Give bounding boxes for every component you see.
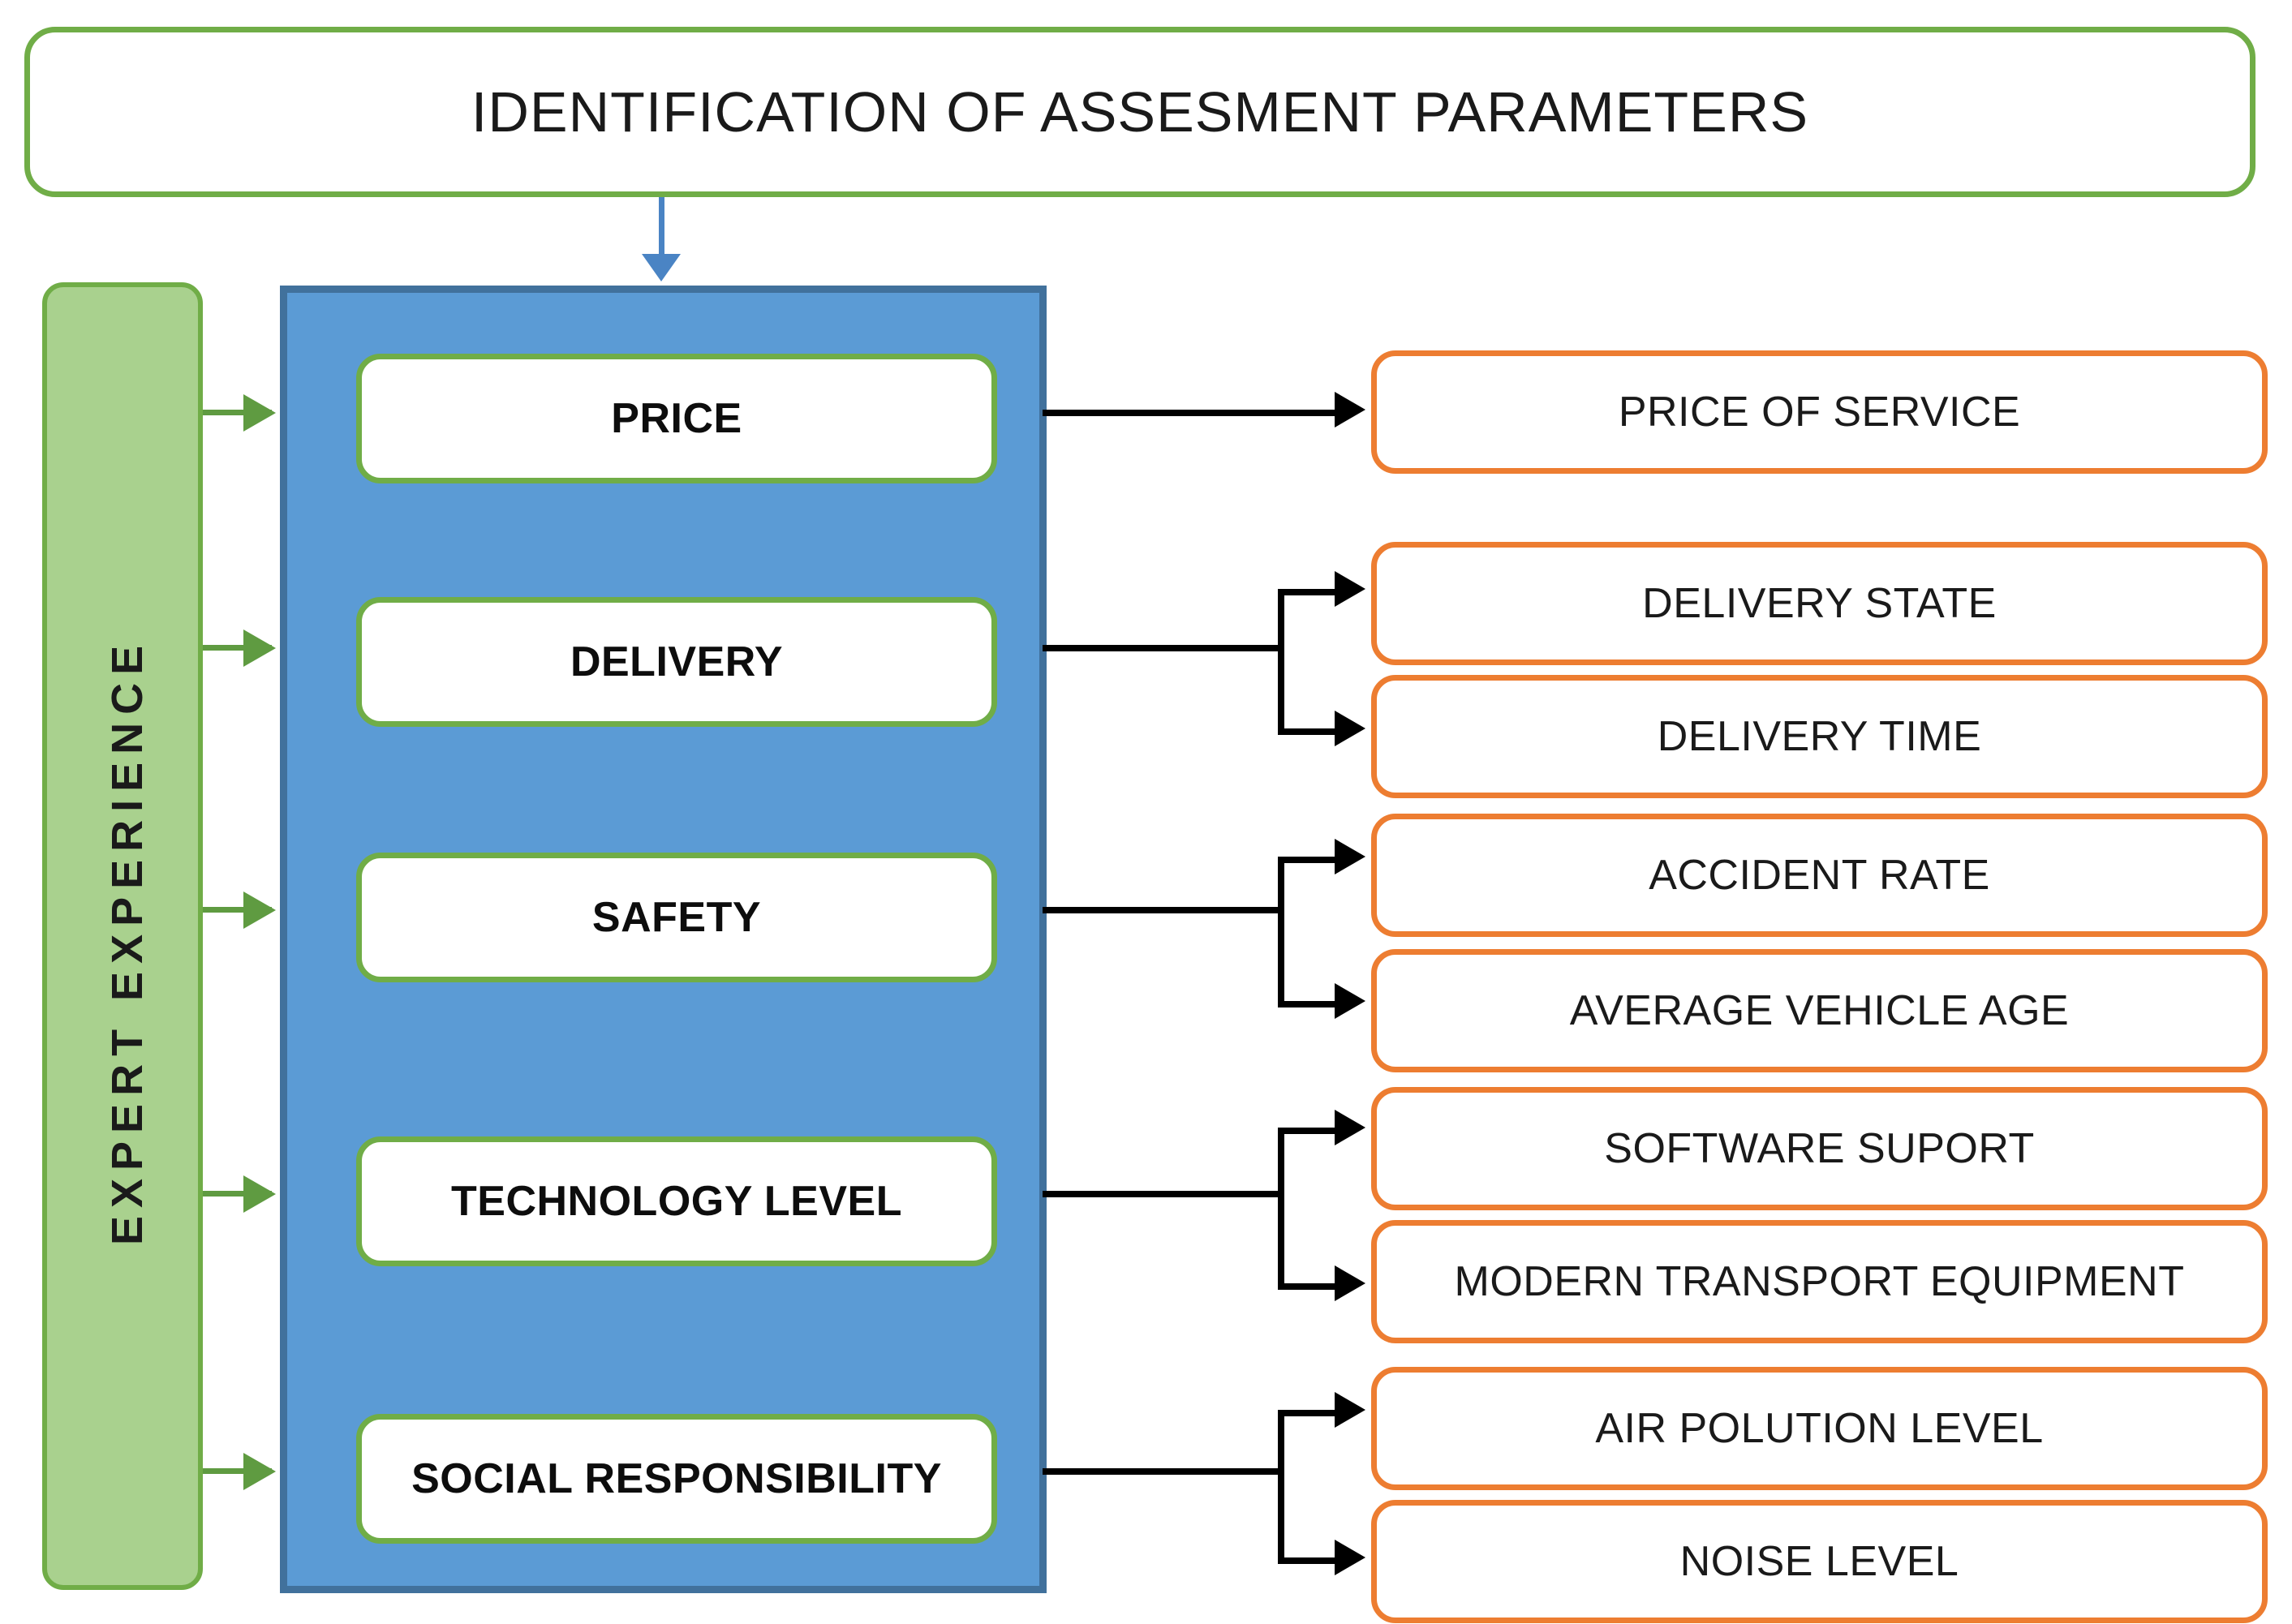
connector-technology-arrow-head-top (1335, 1110, 1365, 1145)
sub-label-modern-transport-equipment: MODERN TRANSPORT EQUIPMENT (1454, 1258, 2185, 1305)
title-banner: IDENTIFICATION OF ASSESMENT PARAMETERS (24, 27, 2255, 197)
connector-safety-branch-bottom (1278, 1001, 1351, 1007)
connector-technology-branch-bottom (1278, 1283, 1351, 1290)
criterion-box-price[interactable]: PRICE (356, 354, 997, 483)
criterion-label-price: PRICE (611, 395, 742, 442)
connector-delivery-branch-bottom (1278, 728, 1351, 735)
sub-label-price-of-service: PRICE OF SERVICE (1618, 389, 2021, 436)
connector-technology-trunk (1043, 1191, 1284, 1197)
connector-technology-branch-top (1278, 1128, 1351, 1134)
sub-box-software-suport[interactable]: SOFTWARE SUPORT (1371, 1087, 2268, 1210)
criterion-box-technology-level[interactable]: TECHNOLOGY LEVEL (356, 1136, 997, 1266)
connector-social-arrow-head-top (1335, 1392, 1365, 1428)
connector-technology-arrow-head-bottom (1335, 1265, 1365, 1301)
criterion-label-safety: SAFETY (591, 894, 762, 941)
criterion-label-technology-level: TECHNOLOGY LEVEL (451, 1178, 902, 1225)
green-arrow-head-1 (243, 394, 276, 432)
green-arrow-head-5 (243, 1453, 276, 1490)
connector-social-trunk (1043, 1468, 1284, 1475)
criterion-box-social-responsibility[interactable]: SOCIAL RESPONSIBILITY (356, 1414, 997, 1544)
connector-social-riser (1278, 1410, 1284, 1564)
sub-box-delivery-state[interactable]: DELIVERY STATE (1371, 542, 2268, 665)
connector-delivery-trunk (1043, 645, 1284, 651)
sub-label-air-polution-level: AIR POLUTION LEVEL (1595, 1405, 2044, 1452)
sub-label-accident-rate: ACCIDENT RATE (1649, 852, 1990, 899)
connector-safety-arrow-head-bottom (1335, 983, 1365, 1019)
connector-safety-branch-top (1278, 857, 1351, 863)
criterion-label-social-responsibility: SOCIAL RESPONSIBILITY (411, 1455, 942, 1502)
criterion-box-safety[interactable]: SAFETY (356, 853, 997, 982)
connector-social-branch-top (1278, 1410, 1351, 1416)
green-arrow-head-4 (243, 1175, 276, 1213)
connector-delivery-arrow-head-bottom (1335, 711, 1365, 746)
green-arrow-head-2 (243, 629, 276, 667)
connector-social-branch-bottom (1278, 1557, 1351, 1564)
sub-box-noise-level[interactable]: NOISE LEVEL (1371, 1500, 2268, 1623)
green-connector-line-2 (203, 645, 272, 651)
green-arrow-head-3 (243, 891, 276, 929)
sub-box-price-of-service[interactable]: PRICE OF SERVICE (1371, 350, 2268, 474)
sub-label-noise-level: NOISE LEVEL (1679, 1538, 1959, 1585)
green-connector-line-1 (203, 410, 272, 415)
green-connector-line-5 (203, 1468, 272, 1474)
criterion-box-delivery[interactable]: DELIVERY (356, 597, 997, 727)
title-to-panel-arrow-stem (659, 197, 664, 256)
expert-experience-panel: EXPERT EXPERIENCE (42, 282, 203, 1590)
sub-box-delivery-time[interactable]: DELIVERY TIME (1371, 675, 2268, 798)
sub-label-delivery-state: DELIVERY STATE (1642, 580, 1997, 627)
connector-technology-riser (1278, 1128, 1284, 1290)
sub-box-accident-rate[interactable]: ACCIDENT RATE (1371, 814, 2268, 937)
sub-label-software-suport: SOFTWARE SUPORT (1604, 1125, 2035, 1172)
sub-box-air-polution-level[interactable]: AIR POLUTION LEVEL (1371, 1367, 2268, 1490)
sub-label-average-vehicle-age: AVERAGE VEHICLE AGE (1569, 987, 2070, 1034)
connector-delivery-arrow-head-top (1335, 571, 1365, 607)
connector-delivery-riser (1278, 589, 1284, 735)
page-title: IDENTIFICATION OF ASSESMENT PARAMETERS (471, 80, 1809, 144)
sub-box-average-vehicle-age[interactable]: AVERAGE VEHICLE AGE (1371, 949, 2268, 1072)
connector-safety-arrow-head-top (1335, 839, 1365, 874)
connector-safety-trunk (1043, 907, 1284, 913)
green-connector-line-4 (203, 1191, 272, 1197)
connector-price-arrow-head (1335, 392, 1365, 427)
expert-experience-label: EXPERT EXPERIENCE (103, 637, 152, 1245)
criterion-label-delivery: DELIVERY (570, 638, 784, 685)
connector-safety-riser (1278, 857, 1284, 1007)
title-to-panel-arrow-head (642, 254, 681, 281)
connector-price-line (1043, 410, 1351, 416)
connector-social-arrow-head-bottom (1335, 1540, 1365, 1575)
criteria-panel: PRICE DELIVERY SAFETY TECHNOLOGY LEVEL S… (280, 286, 1047, 1593)
sub-box-modern-transport-equipment[interactable]: MODERN TRANSPORT EQUIPMENT (1371, 1220, 2268, 1343)
connector-delivery-branch-top (1278, 589, 1351, 595)
green-connector-line-3 (203, 907, 272, 913)
sub-label-delivery-time: DELIVERY TIME (1657, 713, 1982, 760)
